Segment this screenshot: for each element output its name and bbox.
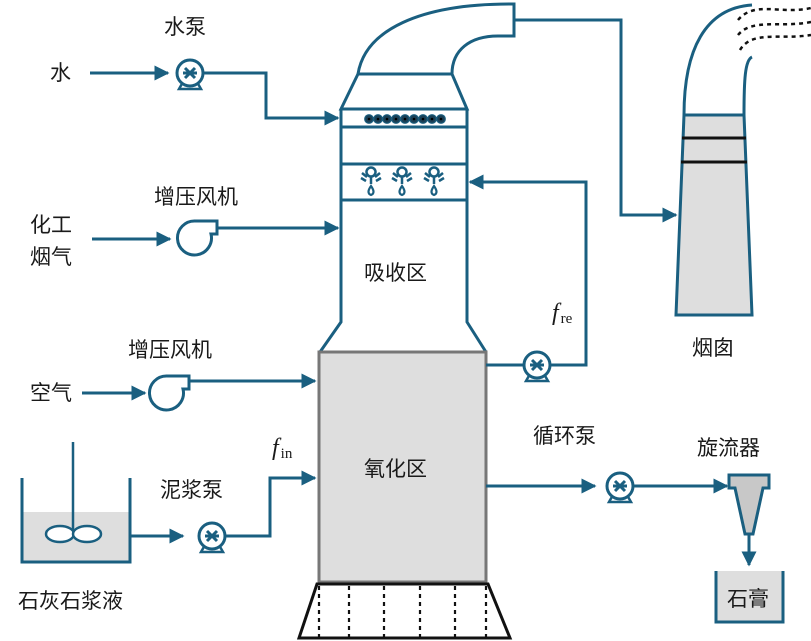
chimney-body: [674, 113, 754, 317]
air-label: 空气: [30, 381, 72, 405]
tank-wall: [20, 478, 132, 564]
water-to-absorber-pipe: [203, 71, 340, 126]
hydrocyclone-label: 旋流器: [697, 436, 760, 460]
limestone-slurry-tank: 石灰石浆液: [18, 442, 132, 613]
demister-bead-center: [403, 117, 407, 121]
water-pump-icon: [175, 58, 205, 91]
water-pump-label: 水泵: [164, 15, 206, 39]
absorber-shell: [318, 109, 488, 353]
demister-bead-center: [430, 117, 434, 121]
gypsum-label: 石膏: [727, 587, 769, 611]
chimney-left-curve: [682, 3, 753, 116]
circulation-pump-label: 循环泵: [533, 424, 596, 448]
agitator-icon: [44, 524, 103, 544]
recirc-to-spray-pipe: [468, 174, 588, 367]
hydrocyclone-icon: [727, 473, 771, 536]
recirculation-pump-icon: [522, 350, 552, 383]
spray-nozzle-icon: [422, 166, 446, 197]
air-line: 增压风机 空气: [30, 338, 317, 412]
slurry-pump-icon: [197, 521, 227, 554]
tower-top-cone: [338, 72, 470, 111]
demister-bead-center: [412, 117, 416, 121]
flue-gas-label-1: 化工: [30, 213, 72, 237]
demister-bead-center: [376, 117, 380, 121]
booster-fan-1-label: 增压风机: [154, 185, 238, 209]
outlet-duct: [356, 2, 516, 75]
gypsum-bin: [714, 571, 785, 624]
chimney: 烟囱: [674, 3, 811, 360]
booster-fan-2-label: 增压风机: [128, 338, 212, 362]
oxidation-zone-label: 氧化区: [364, 457, 427, 481]
booster-fan-1-icon: [175, 219, 219, 257]
base-dashed-lines: [317, 586, 488, 638]
limestone-slurry-label: 石灰石浆液: [18, 589, 123, 613]
absorber-tower: 吸收区 氧化区: [296, 2, 516, 640]
demister-bead-center: [421, 117, 425, 121]
slurry-to-oxidation-pipe: [225, 470, 317, 538]
demister-bead-center: [367, 117, 371, 121]
demister-bead-center: [439, 117, 443, 121]
water-feed-line: 水 水泵: [50, 15, 340, 126]
tower-internal-dividers: [341, 125, 467, 202]
spray-nozzle-icon: [390, 166, 414, 197]
gypsum-dewatering-line: 循环泵 旋流器 石膏: [486, 424, 785, 624]
chimney-bands: [681, 136, 747, 164]
demister-bead-center: [385, 117, 389, 121]
flue-gas-line: 化工 烟气 增压风机: [30, 185, 340, 269]
slurry-pump-label: 泥浆泵: [160, 478, 223, 502]
chimney-right-curve: [742, 55, 753, 116]
absorber-to-chimney-pipe: [514, 18, 678, 223]
chimney-label: 烟囱: [692, 336, 734, 360]
circulation-pump-icon: [605, 471, 635, 504]
smoke-lines: [737, 6, 811, 51]
spray-nozzle-icon: [359, 166, 383, 197]
booster-fan-2-icon: [147, 374, 191, 412]
water-label: 水: [50, 61, 71, 85]
flue-gas-label-2: 烟气: [30, 245, 72, 269]
tower-base-support: [296, 582, 513, 640]
demister-bead-center: [394, 117, 398, 121]
oxidation-zone: [317, 350, 488, 584]
absorption-zone-label: 吸收区: [364, 261, 427, 285]
demister-beads: [364, 114, 446, 124]
